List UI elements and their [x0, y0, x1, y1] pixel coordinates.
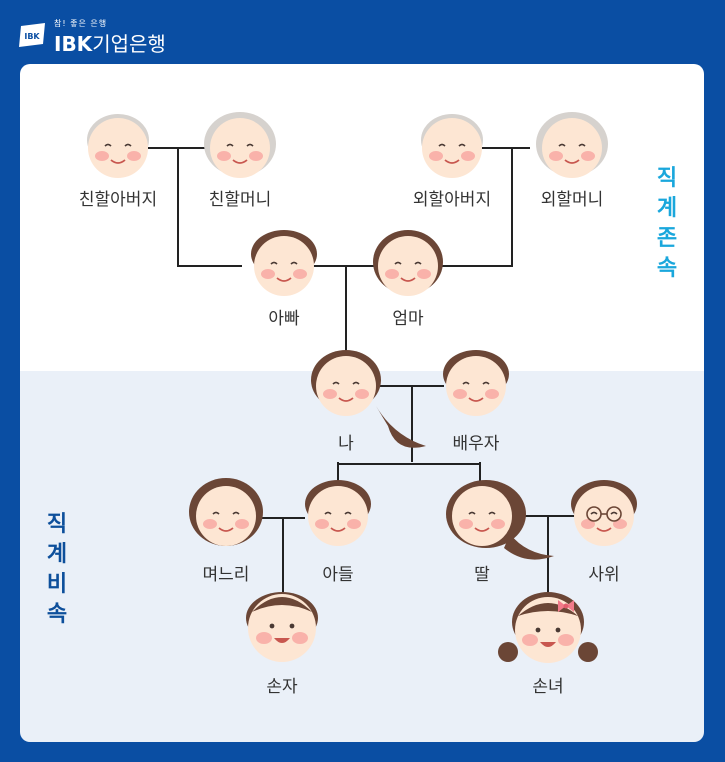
son-couple-link: [260, 517, 305, 594]
father-avatar[interactable]: [251, 230, 317, 297]
brand-name-suffix: 기업은행: [92, 32, 166, 56]
hair-bow-icon: [558, 600, 574, 612]
brand-name-prefix: IBK: [54, 32, 93, 56]
daughter-in-law-avatar[interactable]: [189, 478, 263, 547]
logo-mark-text: IBK: [24, 32, 40, 41]
grandson-avatar[interactable]: [246, 592, 318, 662]
paternal-grandmother-avatar[interactable]: [204, 112, 276, 179]
section-label-ancestors: 직계존속: [656, 166, 678, 281]
family-tree-diagram: [87, 112, 637, 663]
son-avatar[interactable]: [305, 480, 371, 547]
couple-link: [376, 385, 444, 462]
daughter-couple-link: [520, 515, 576, 594]
label-granddaughter: 손녀: [532, 677, 564, 697]
section-label-descendants: 직계비속: [46, 512, 68, 627]
daughter-avatar[interactable]: [446, 480, 554, 560]
son-in-law-avatar[interactable]: [571, 480, 637, 547]
me-avatar[interactable]: [311, 350, 426, 448]
header: IBK 참! 좋은 은행 IBK기업은행: [18, 16, 318, 56]
label-spouse: 배우자: [452, 434, 500, 454]
glasses-icon: [586, 506, 622, 522]
maternal-grandfather-avatar[interactable]: [421, 114, 483, 179]
label-father: 아빠: [268, 309, 300, 329]
spouse-avatar[interactable]: [443, 350, 509, 417]
parents-link: [308, 265, 374, 355]
label-me: 나: [338, 434, 354, 454]
label-paternal-grandfather: 친할아버지: [78, 190, 158, 210]
label-daughter-in-law: 며느리: [202, 565, 250, 585]
maternal-grandmother-avatar[interactable]: [536, 112, 608, 179]
label-maternal-grandfather: 외할아버지: [412, 190, 492, 210]
brand-tagline: 참! 좋은 은행: [54, 19, 108, 28]
family-tree-panel: 친할아버지 친할머니 외할아버지 외할머니 아빠 엄마 나 배우자 며느리 아들…: [20, 64, 704, 742]
label-paternal-grandmother: 친할머니: [208, 190, 272, 210]
brand-name[interactable]: IBK기업은행: [54, 28, 166, 57]
label-daughter: 딸: [474, 565, 490, 585]
label-son: 아들: [322, 565, 354, 585]
label-mother: 엄마: [392, 309, 424, 329]
paternal-grandparents-link: [148, 147, 242, 267]
granddaughter-avatar[interactable]: [498, 592, 598, 663]
ibk-logo-icon: IBK: [19, 23, 45, 47]
paternal-grandfather-avatar[interactable]: [87, 114, 149, 179]
children-branch: [337, 462, 481, 484]
mother-avatar[interactable]: [373, 230, 443, 297]
label-maternal-grandmother: 외할머니: [540, 190, 604, 210]
label-grandson: 손자: [266, 677, 298, 697]
label-son-in-law: 사위: [588, 565, 620, 585]
